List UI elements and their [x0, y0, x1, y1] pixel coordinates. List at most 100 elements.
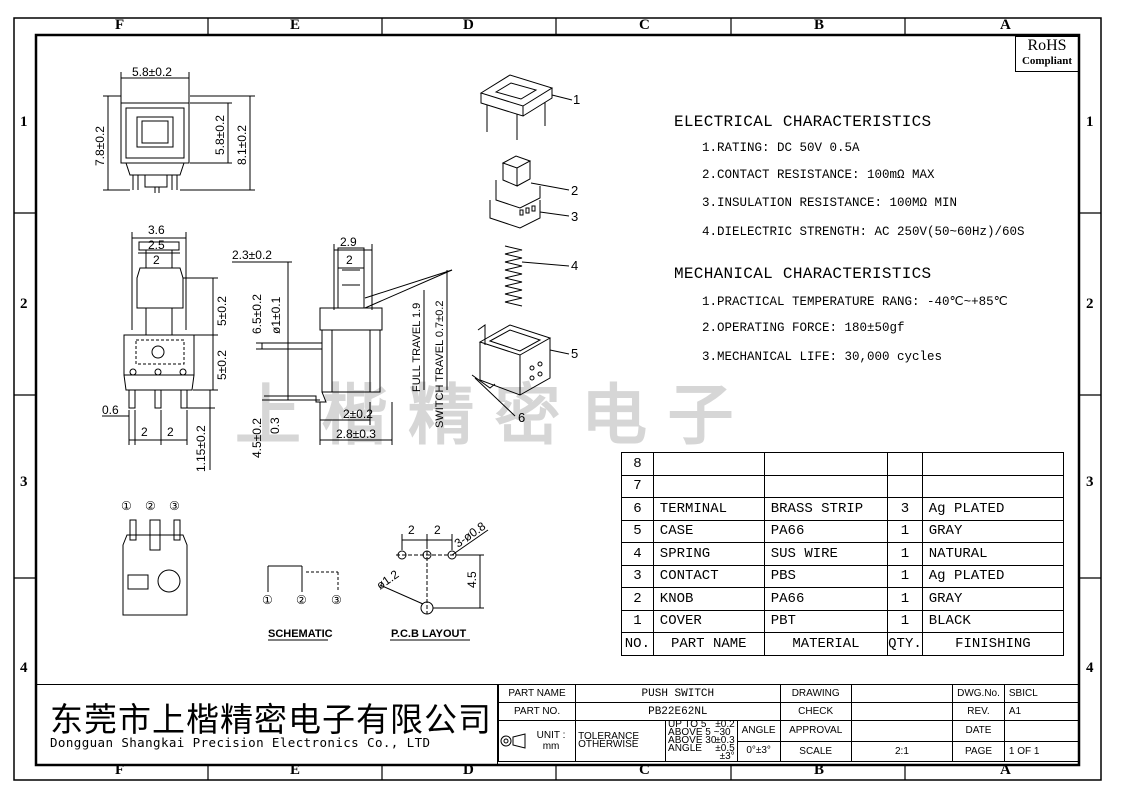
projection-cell: UNIT : mm [497, 720, 577, 762]
tol-angle-label: ANGLE [668, 743, 702, 754]
schematic-label: SCHEMATIC [268, 628, 333, 640]
front-view [102, 232, 218, 470]
rohs-compliant-text: Compliant [1021, 55, 1073, 67]
callout-4: 4 [571, 258, 578, 273]
rohs-badge: RoHS Compliant [1015, 36, 1079, 72]
switch-travel-label: SWITCH TRAVEL 0.7±0.2 [434, 301, 446, 428]
dim-right-height-2: 8.1±0.2 [235, 125, 249, 165]
angle-value: 0°±3° [736, 740, 781, 762]
schematic-view [267, 565, 339, 641]
dim-2-3: 2.3±0.2 [232, 248, 272, 262]
bom-qty: 1 [887, 564, 923, 588]
bom-material: BRASS STRIP [763, 497, 889, 521]
col-label-d: D [463, 17, 474, 33]
bom-row: 8 [621, 452, 1065, 476]
dwg-value: SBICL [1003, 684, 1080, 703]
bom-material: PA66 [763, 587, 889, 611]
row-label-4-right: 4 [1086, 660, 1094, 676]
page-label: PAGE [952, 740, 1005, 762]
dim-4-5: 4.5±0.2 [250, 418, 264, 458]
pinout-view [122, 519, 188, 616]
bom-part: COVER [652, 609, 765, 633]
row-label-1-right: 1 [1086, 114, 1094, 130]
scale-label: SCALE [779, 740, 852, 762]
row-label-2: 2 [20, 296, 28, 312]
col-label-b: B [814, 17, 825, 33]
callout-3: 3 [571, 209, 578, 224]
pin-3-label: ③ [169, 499, 180, 513]
bom-qty: 1 [887, 609, 923, 633]
rev-value: A1 [1003, 702, 1080, 721]
bom-header-no: NO. [621, 632, 654, 656]
bom-part: KNOB [652, 587, 765, 611]
bom-part: TERMINAL [652, 497, 765, 521]
row-label-1: 1 [20, 114, 28, 130]
row-label-3: 3 [20, 474, 28, 490]
col-label-d-bottom: D [463, 762, 474, 778]
electrical-item-4: 4.DIELECTRIC STRENGTH: AC 250V(50~60Hz)/… [702, 225, 1025, 239]
date-value [1003, 720, 1080, 742]
schematic-pin-1: ① [262, 593, 273, 607]
row-label-4: 4 [20, 660, 28, 676]
mechanical-title: MECHANICAL CHARACTERISTICS [674, 265, 932, 283]
bom-finish: Ag PLATED [921, 497, 1065, 521]
bom-material [763, 474, 889, 498]
tol-range-1: UP TO 5 [668, 719, 707, 730]
scale-value: 2:1 [850, 740, 954, 762]
bom-qty [887, 474, 923, 498]
bom-finish: GRAY [921, 519, 1065, 543]
dim-2-tol: 2±0.2 [343, 407, 373, 421]
tol-range-2: ABOVE 5 ~30 [668, 727, 731, 738]
bom-qty [887, 452, 923, 476]
col-label-a-bottom: A [1000, 762, 1011, 778]
bom-finish: NATURAL [921, 542, 1065, 566]
dim-left-height: 7.8±0.2 [93, 126, 107, 166]
bom-material: SUS WIRE [763, 542, 889, 566]
bom-part [652, 474, 765, 498]
mechanical-item-2: 2.OPERATING FORCE: 180±50gf [702, 321, 905, 335]
electrical-title: ELECTRICAL CHARACTERISTICS [674, 113, 932, 131]
exploded-view [471, 74, 573, 417]
approval-label: APPROVAL [779, 720, 852, 742]
dim-6-5: 6.5±0.2 [250, 294, 264, 334]
bom-no: 2 [621, 587, 654, 611]
mechanical-item-3: 3.MECHANICAL LIFE: 30,000 cycles [702, 350, 943, 364]
dim-2-8: 2.8±0.3 [336, 427, 376, 441]
dim-height-1-15: 1.15±0.2 [194, 425, 208, 472]
bom-no: 1 [621, 609, 654, 633]
bom-qty: 3 [887, 497, 923, 521]
dim-width-2-5: 2.5 [148, 238, 165, 252]
col-label-c: C [639, 17, 650, 33]
pcb-layout-label: P.C.B LAYOUT [391, 628, 466, 640]
unit-value: mm [542, 741, 560, 752]
part-no-label: PART NO. [497, 702, 577, 721]
bom-part [652, 452, 765, 476]
rev-label: REV. [952, 702, 1005, 721]
electrical-item-1: 1.RATING: DC 50V 0.5A [702, 141, 860, 155]
pcb-pitch-2-b: 2 [434, 523, 441, 537]
page-value: 1 OF 1 [1003, 740, 1080, 762]
dim-width-2-side: 2 [346, 253, 353, 267]
callout-2: 2 [571, 183, 578, 198]
check-value [850, 702, 954, 721]
callout-5: 5 [571, 346, 578, 361]
bom-no: 5 [621, 519, 654, 543]
electrical-item-2: 2.CONTACT RESISTANCE: 100mΩ MAX [702, 168, 935, 182]
side-view [232, 244, 453, 445]
bom-finish [921, 474, 1065, 498]
bom-part: SPRING [652, 542, 765, 566]
mechanical-item-1: 1.PRACTICAL TEMPERATURE RANG: -40℃~+85℃ [702, 295, 1008, 309]
full-travel-label: FULL TRAVEL 1.9 [411, 303, 423, 392]
part-name-label: PART NAME [497, 684, 577, 703]
drawing-value [850, 684, 954, 703]
tol-range-3: ABOVE 30 [668, 735, 717, 746]
dim-0-3: 0.3 [268, 417, 282, 434]
col-label-f: F [115, 17, 125, 33]
watermark: 上 楷 精 密 电 子 [235, 380, 736, 453]
unit-label: UNIT : [536, 730, 566, 741]
